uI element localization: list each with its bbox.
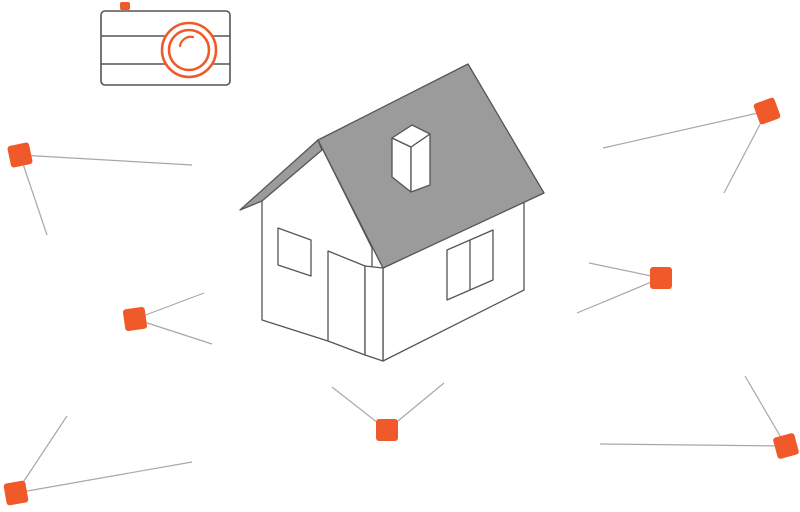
camera-lens-glint [178, 35, 195, 48]
house-chimney-top [391, 124, 431, 148]
house-icon [239, 63, 545, 362]
sensor-node-icon [3, 415, 193, 506]
sensor-node-icon [122, 292, 213, 345]
camera-icon [100, 2, 231, 86]
sensor-node-icon [7, 142, 193, 236]
camera-shutter-button [120, 2, 130, 10]
camera-lens-inner [167, 28, 211, 72]
house-door [327, 250, 366, 356]
house-door-edge [364, 265, 384, 362]
sensor-node-icon [599, 375, 799, 459]
house-roof-eave [239, 139, 323, 211]
house-side-window [277, 227, 312, 277]
sensor-node-icon [331, 382, 445, 441]
sensor-node-icon [602, 97, 781, 194]
house-roof [317, 63, 545, 269]
sensor-node-icon [576, 262, 672, 314]
